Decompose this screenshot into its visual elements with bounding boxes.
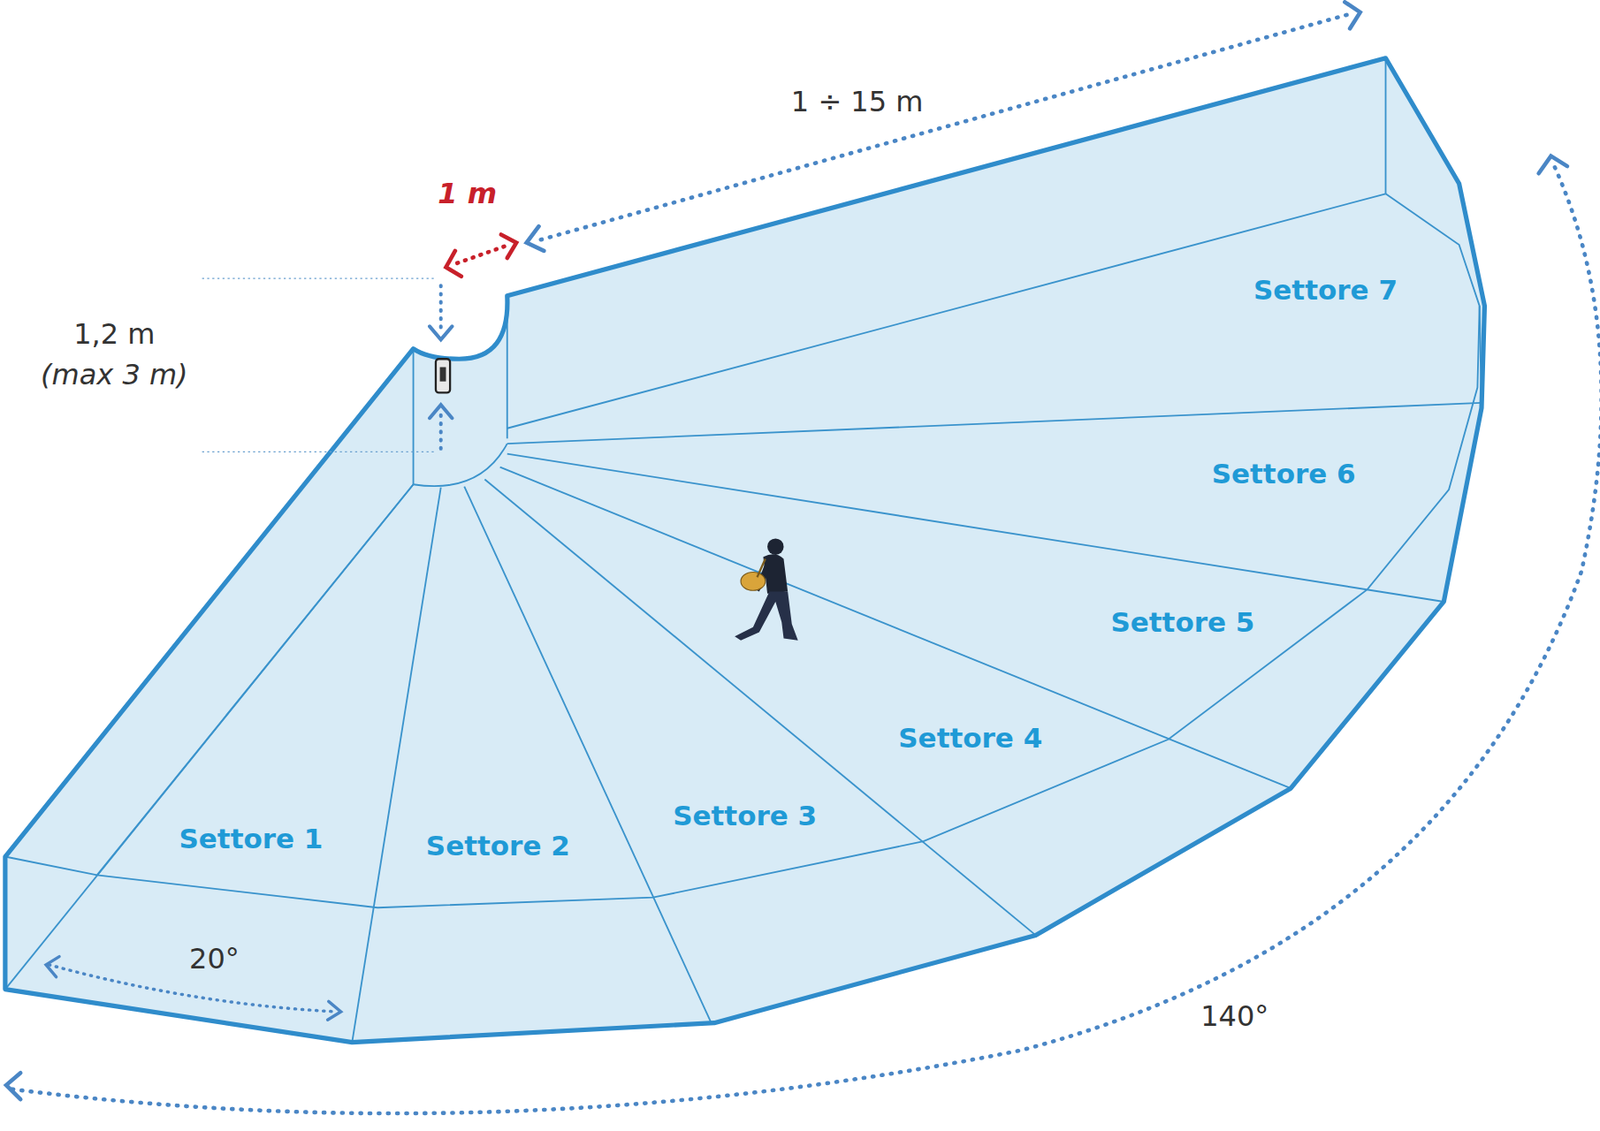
range-arrow — [526, 1, 1361, 252]
height-arrows — [429, 285, 452, 450]
max-height-note: (max 3 m) — [40, 358, 189, 392]
sector-label: Settore 3 — [672, 800, 817, 833]
sector-label: Settore 5 — [1110, 607, 1255, 640]
height-guides — [202, 278, 437, 452]
sector-angle: 20° — [189, 943, 240, 976]
zone-outline — [5, 58, 1486, 1044]
sector-lines — [5, 58, 1482, 1044]
sensor-device — [435, 358, 450, 393]
sector-label: Settore 4 — [898, 723, 1043, 755]
zone-fill — [5, 58, 1486, 1044]
dead-zone-arrow — [445, 234, 517, 276]
sector-label: Settore 2 — [426, 830, 571, 863]
sector-label: Settore 7 — [1253, 274, 1398, 307]
total-angle: 140° — [1200, 1000, 1269, 1034]
range-dimension: 1 ÷ 15 m — [791, 85, 924, 119]
sector-label: Settore 6 — [1211, 458, 1357, 491]
total-angle-arrow — [6, 156, 1600, 1114]
top-arc — [5, 305, 1480, 908]
height-dimension: 1,2 m — [73, 318, 155, 351]
dead-zone-dimension: 1 m — [437, 177, 497, 211]
walking-person — [734, 538, 799, 640]
sector-label: Settore 1 — [178, 823, 323, 856]
